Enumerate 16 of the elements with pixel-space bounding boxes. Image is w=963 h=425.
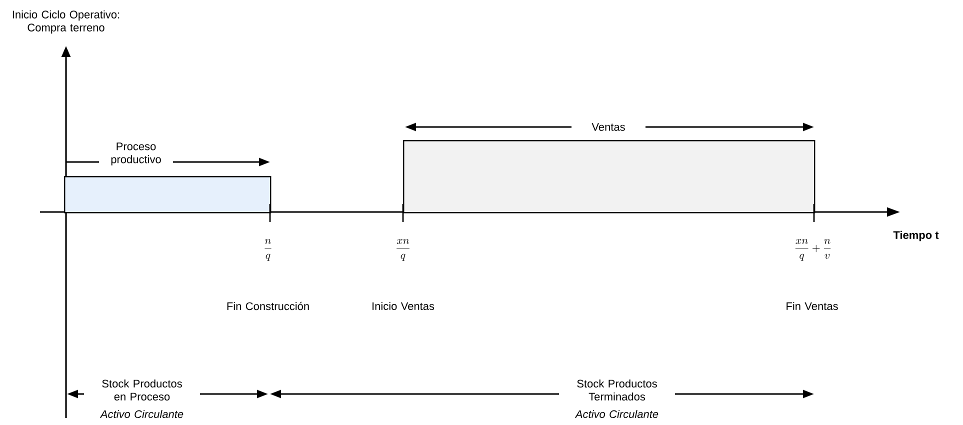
note: Activo Circulante: [574, 410, 658, 418]
note: Activo Circulante: [100, 410, 184, 418]
label: Inicio Ciclo Operativo: Compra terreno: [12, 10, 120, 34]
label: Fin Ventas: [786, 302, 838, 310]
axis-label: Tiempo t: [893, 230, 939, 242]
formula: $\frac{n}{q}$: [262, 238, 274, 262]
node-label: Proceso productivo: [111, 142, 161, 166]
formula: $\frac{xn}{q}$: [394, 238, 412, 262]
formula: $\frac{xn}{q}+\frac{n}{v}$: [793, 238, 833, 262]
process-box: Proceso productivo: [64, 140, 272, 214]
label: Inicio Ventas: [372, 302, 434, 310]
span-label: Stock Productos en Proceso: [84, 376, 200, 404]
process-box: Ventas: [403, 121, 816, 214]
label: Fin Construcción: [227, 302, 309, 310]
span-label: Stock Productos Terminados: [559, 376, 675, 404]
node-label: Ventas: [592, 123, 625, 131]
